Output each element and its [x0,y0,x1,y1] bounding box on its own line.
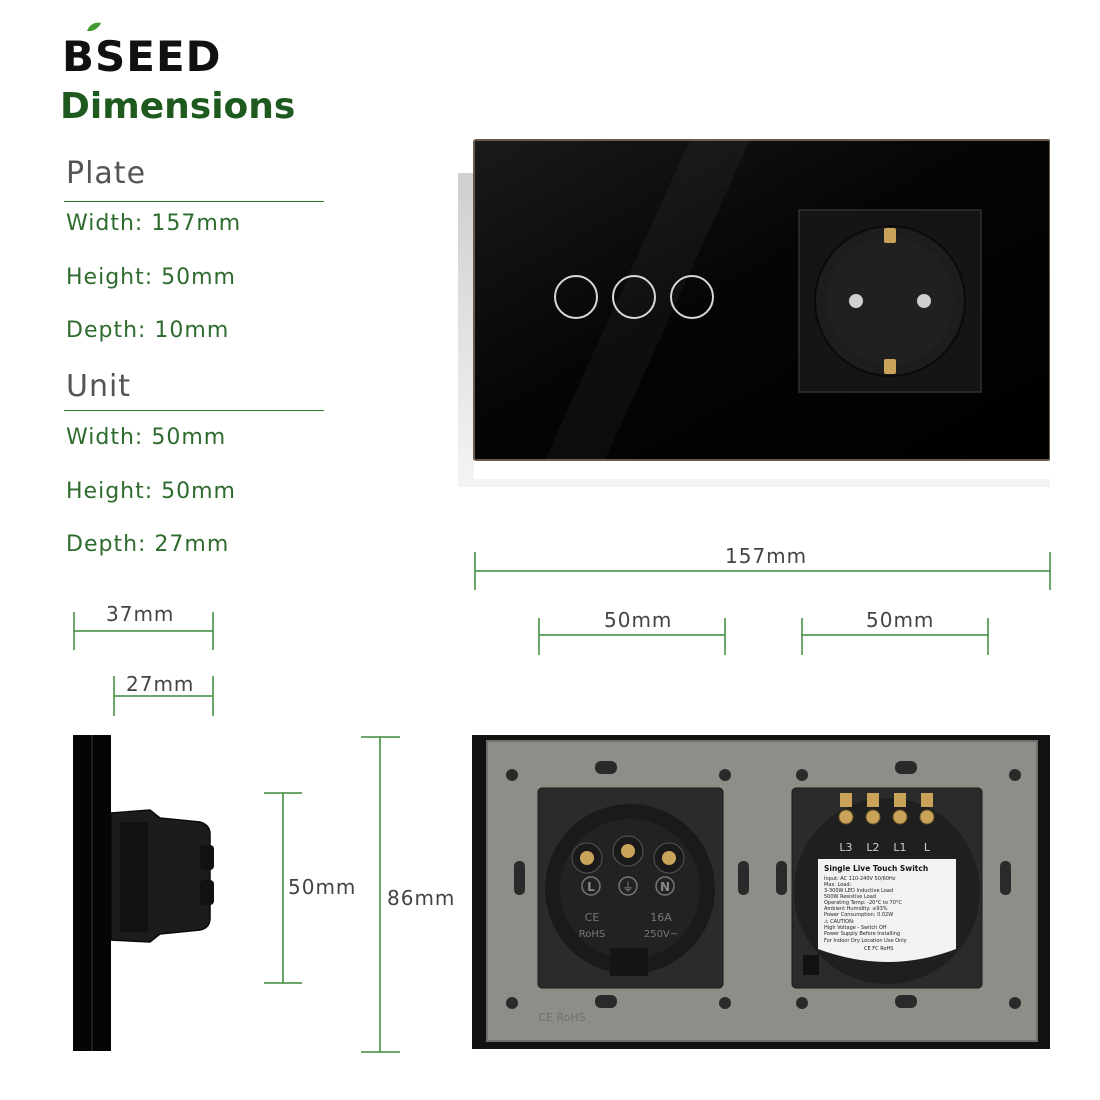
switch-spec-line: Operating Temp: -20°C to 70°C [824,900,902,906]
unit-depth: Depth: 27mm [66,532,230,557]
switch-spec-line: Power Supply Before Installing [824,931,900,937]
touch-button-2[interactable] [612,275,656,319]
unit-divider [64,410,324,411]
leaf-icon [87,22,101,32]
front-dimension-lines [474,552,1051,655]
socket-inner [826,237,954,365]
socket-rohs-label: RoHS [579,929,605,940]
switch-spec-line: High Voltage - Switch Off [824,925,887,931]
switch-spec-line: For Indoor Dry Location Use Only [824,938,907,944]
switch-terminal-l1: L1 [893,841,906,854]
pin-hole-right [917,294,931,308]
module-height-label: 50mm [288,875,357,899]
side-view [73,612,214,1051]
switch-corner-tab [803,955,819,975]
switch-spec-line: Ambient Humidity: ≤93% [824,906,888,912]
backplate-mark: CE RoHS [538,1011,585,1024]
brand-logo: BSEED [62,32,222,81]
plate-divider [64,201,324,202]
plate-height: Height: 50mm [66,265,236,290]
switch-terminal-tops [840,793,933,807]
socket-back-tab [610,948,648,976]
switch-spec-lines: Input: AC 110-240V 50/60Hz Max. Load: 3-… [824,876,907,952]
touch-button-3[interactable] [670,275,714,319]
unit-width: Width: 50mm [66,425,227,450]
plate-heading: Plate [66,156,147,191]
unit-heading: Unit [66,369,132,404]
switch-spec-line: Power Consumption: 0.02W [824,912,893,918]
total-width-label: 157mm [725,544,808,568]
height-dimension-lines [264,736,400,1053]
socket-n-label: N [660,880,670,894]
socket-terminal-screws [580,844,676,865]
plate-width: Width: 157mm [66,211,242,236]
mount-slots [514,761,1011,1008]
earth-clip-bottom [884,359,896,374]
switch-spec-line: Max. Load: [824,882,852,888]
side-terminal-bottom [200,880,214,905]
switch-spec-line: 3-300W LED Inductive Load [824,888,893,894]
plate-height-label: 86mm [387,886,456,910]
switch-terminal-l2: L2 [866,841,879,854]
right-module-width-label: 50mm [866,608,935,632]
pin-hole-left [849,294,863,308]
unit-height: Height: 50mm [66,479,236,504]
switch-name: Single Live Touch Switch [824,864,928,873]
socket-rating-label: 16A [650,911,672,924]
earth-clip-top [884,228,896,243]
touch-button-1[interactable] [554,275,598,319]
side-unit-collar [120,822,148,932]
side-depth-unit-label: 27mm [126,672,195,696]
switch-spec-line: 500W Resistive Load [824,894,876,900]
switch-terminal-l3: L3 [839,841,852,854]
front-view [458,139,1050,487]
switch-spec-line: Input: AC 110-240V 50/60Hz [824,876,896,882]
page-title: Dimensions [60,86,296,127]
switch-terminal-screws [838,809,935,825]
switch-label-sticker [818,859,956,962]
socket-voltage-label: 250V~ [644,929,678,940]
socket-l-label: L [587,880,595,894]
switch-terminal-l: L [924,841,931,854]
socket-ce-label: CE [585,911,600,924]
plate-depth: Depth: 10mm [66,318,230,343]
left-module-width-label: 50mm [604,608,673,632]
side-terminal-top [200,845,214,870]
back-view: L ⏚ N CE RoHS 16A 250V~ CE RoHS L3 L2 L1… [472,735,1050,1049]
socket-earth-label: ⏚ [622,880,634,894]
mount-holes [506,769,1021,1009]
glass-reflection [545,140,750,460]
switch-spec-line: ⚠ CAUTION: [824,919,855,925]
side-depth-total-label: 37mm [106,602,175,626]
switch-spec-line: CE FC RoHS [864,946,893,952]
